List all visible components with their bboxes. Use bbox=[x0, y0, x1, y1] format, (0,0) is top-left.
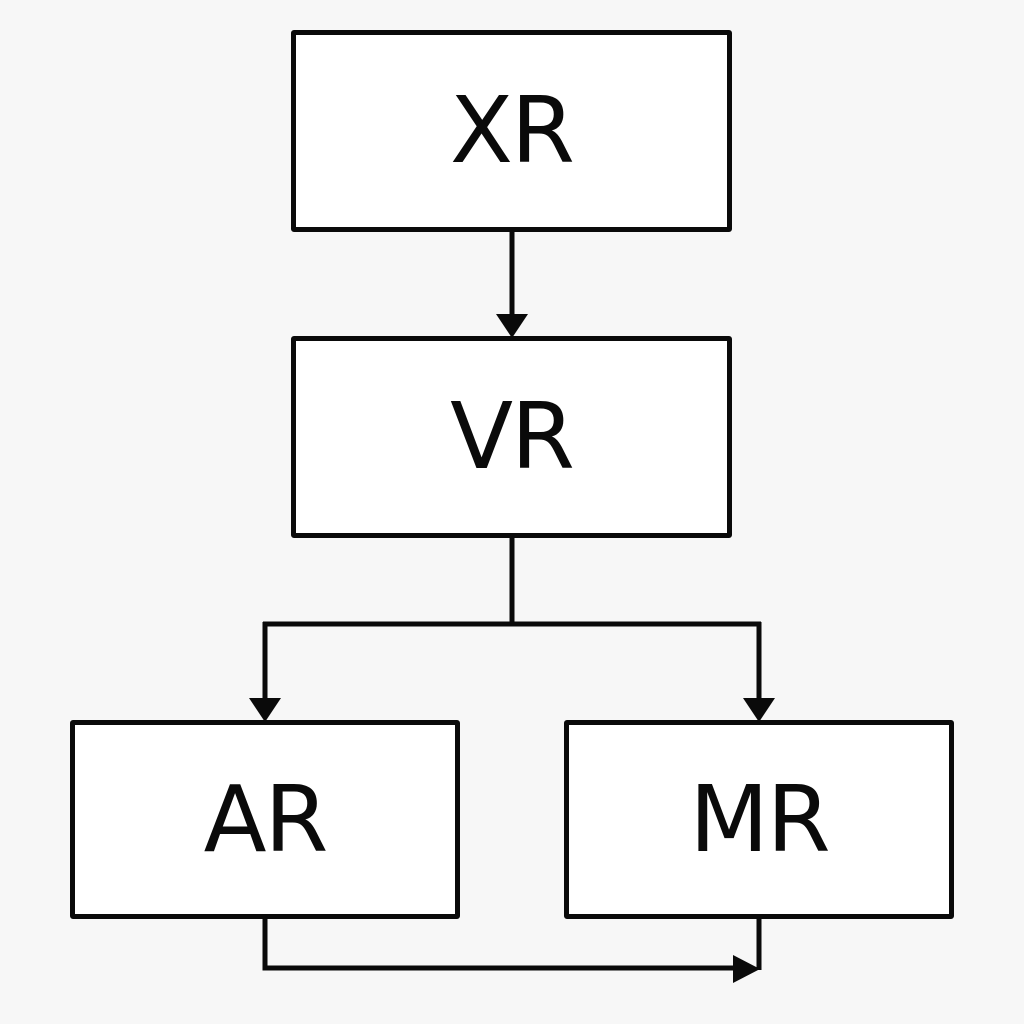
node-label: XR bbox=[450, 77, 575, 184]
node-label: MR bbox=[689, 765, 830, 873]
node-mr[interactable]: MR bbox=[564, 720, 954, 919]
arrowhead-icon bbox=[496, 314, 528, 338]
node-ar[interactable]: AR bbox=[70, 720, 460, 919]
arrowhead-icon bbox=[249, 698, 281, 722]
edge-vr-to-mr bbox=[743, 622, 775, 722]
node-label: VR bbox=[450, 383, 575, 490]
node-xr[interactable]: XR bbox=[291, 30, 732, 232]
arrowhead-icon bbox=[743, 698, 775, 722]
edge-ar-mr-line bbox=[262, 919, 735, 971]
node-label: AR bbox=[203, 765, 329, 873]
arrowhead-icon bbox=[733, 955, 760, 983]
edge-xr-to-vr bbox=[496, 232, 528, 338]
edge-vr-split bbox=[263, 538, 761, 627]
edge-ar-to-mr bbox=[262, 919, 762, 983]
node-vr[interactable]: VR bbox=[291, 336, 732, 538]
edge-vr-to-ar bbox=[249, 622, 281, 722]
